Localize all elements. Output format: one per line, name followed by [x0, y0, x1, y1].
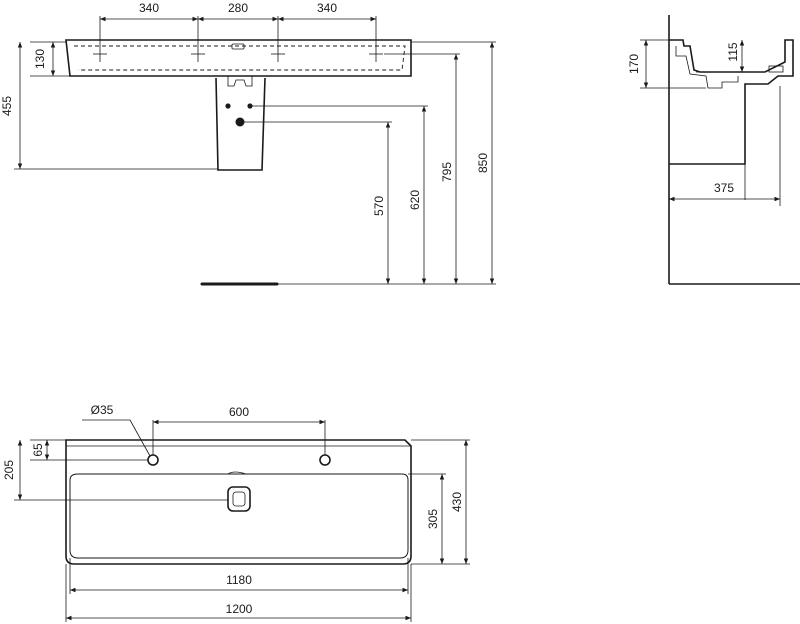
dim-305: 305 — [426, 509, 440, 529]
dim-850: 850 — [476, 153, 490, 173]
dim-795: 795 — [440, 162, 454, 182]
dim-570: 570 — [372, 196, 386, 216]
dim-65: 65 — [31, 443, 45, 457]
dim-340-left: 340 — [139, 1, 159, 15]
side-view: 170 115 375 — [627, 15, 800, 285]
supply-point-left — [225, 103, 231, 109]
side-dimension-lines — [643, 40, 780, 202]
dim-620: 620 — [408, 190, 422, 210]
overflow-top — [227, 471, 247, 475]
dim-340-right: 340 — [317, 1, 337, 15]
dim-375: 375 — [714, 181, 734, 195]
front-view: 340 280 340 130 455 570 620 795 850 — [0, 1, 496, 286]
dim-600: 600 — [229, 405, 249, 419]
side-extension-lines — [640, 39, 781, 206]
top-view: Ø35 600 65 205 305 430 1180 1200 — [2, 403, 470, 622]
tap-hole-left — [147, 454, 159, 466]
top-waste-inner — [232, 491, 246, 507]
top-extension-lines — [14, 419, 470, 622]
dim-diameter-35: Ø35 — [91, 403, 114, 417]
dim-280: 280 — [228, 1, 248, 15]
top-waste-outer — [227, 486, 251, 512]
front-dimension-lines — [17, 16, 495, 284]
side-waste — [675, 46, 739, 89]
pedestal — [215, 77, 266, 171]
side-basin-outline — [669, 39, 794, 165]
dim-115: 115 — [726, 42, 740, 61]
front-waste — [227, 76, 253, 87]
top-basin-outline — [65, 439, 412, 565]
bowl-outline — [69, 473, 409, 559]
tap-hole-marks — [93, 43, 383, 62]
tap-hole-right — [319, 454, 331, 466]
dim-430: 430 — [450, 492, 464, 512]
dim-455: 455 — [0, 96, 14, 116]
dim-130: 130 — [33, 49, 47, 69]
dim-1200: 1200 — [226, 602, 253, 616]
top-dimension-lines — [17, 419, 469, 621]
dim-170: 170 — [627, 54, 641, 74]
front-extension-lines — [14, 16, 496, 285]
overflow — [768, 65, 784, 73]
dim-205: 205 — [2, 460, 16, 480]
dim-1180: 1180 — [226, 573, 252, 587]
front-basin-outline — [65, 39, 412, 77]
front-basin-inner — [74, 45, 406, 71]
